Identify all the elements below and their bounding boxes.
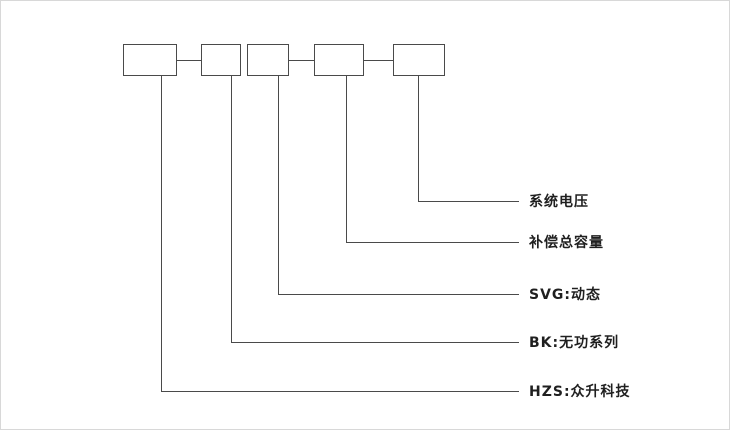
leader-line-horizontal — [278, 294, 519, 295]
model-code-box — [393, 44, 445, 76]
leader-line-vertical — [346, 76, 347, 242]
leader-line-vertical — [278, 76, 279, 294]
label-hzs-brand: HZS:众升科技 — [529, 384, 631, 400]
leader-line-horizontal — [418, 201, 519, 202]
leader-line-vertical — [231, 76, 232, 342]
label-bk-reactive-series: BK:无功系列 — [529, 335, 620, 351]
leader-line-horizontal — [231, 342, 519, 343]
model-code-box — [247, 44, 289, 76]
label-system-voltage: 系统电压 — [529, 194, 589, 210]
leader-line-horizontal — [346, 242, 519, 243]
model-code-box — [123, 44, 177, 76]
leader-line-vertical — [161, 76, 162, 391]
leader-line-horizontal — [161, 391, 519, 392]
model-code-box — [314, 44, 364, 76]
box-connector-line — [364, 60, 393, 61]
box-connector-line — [289, 60, 314, 61]
leader-line-vertical — [418, 76, 419, 201]
label-svg-dynamic: SVG:动态 — [529, 287, 602, 303]
label-total-compensation-capacity: 补偿总容量 — [529, 235, 604, 251]
model-code-box — [201, 44, 241, 76]
box-connector-line — [177, 60, 201, 61]
